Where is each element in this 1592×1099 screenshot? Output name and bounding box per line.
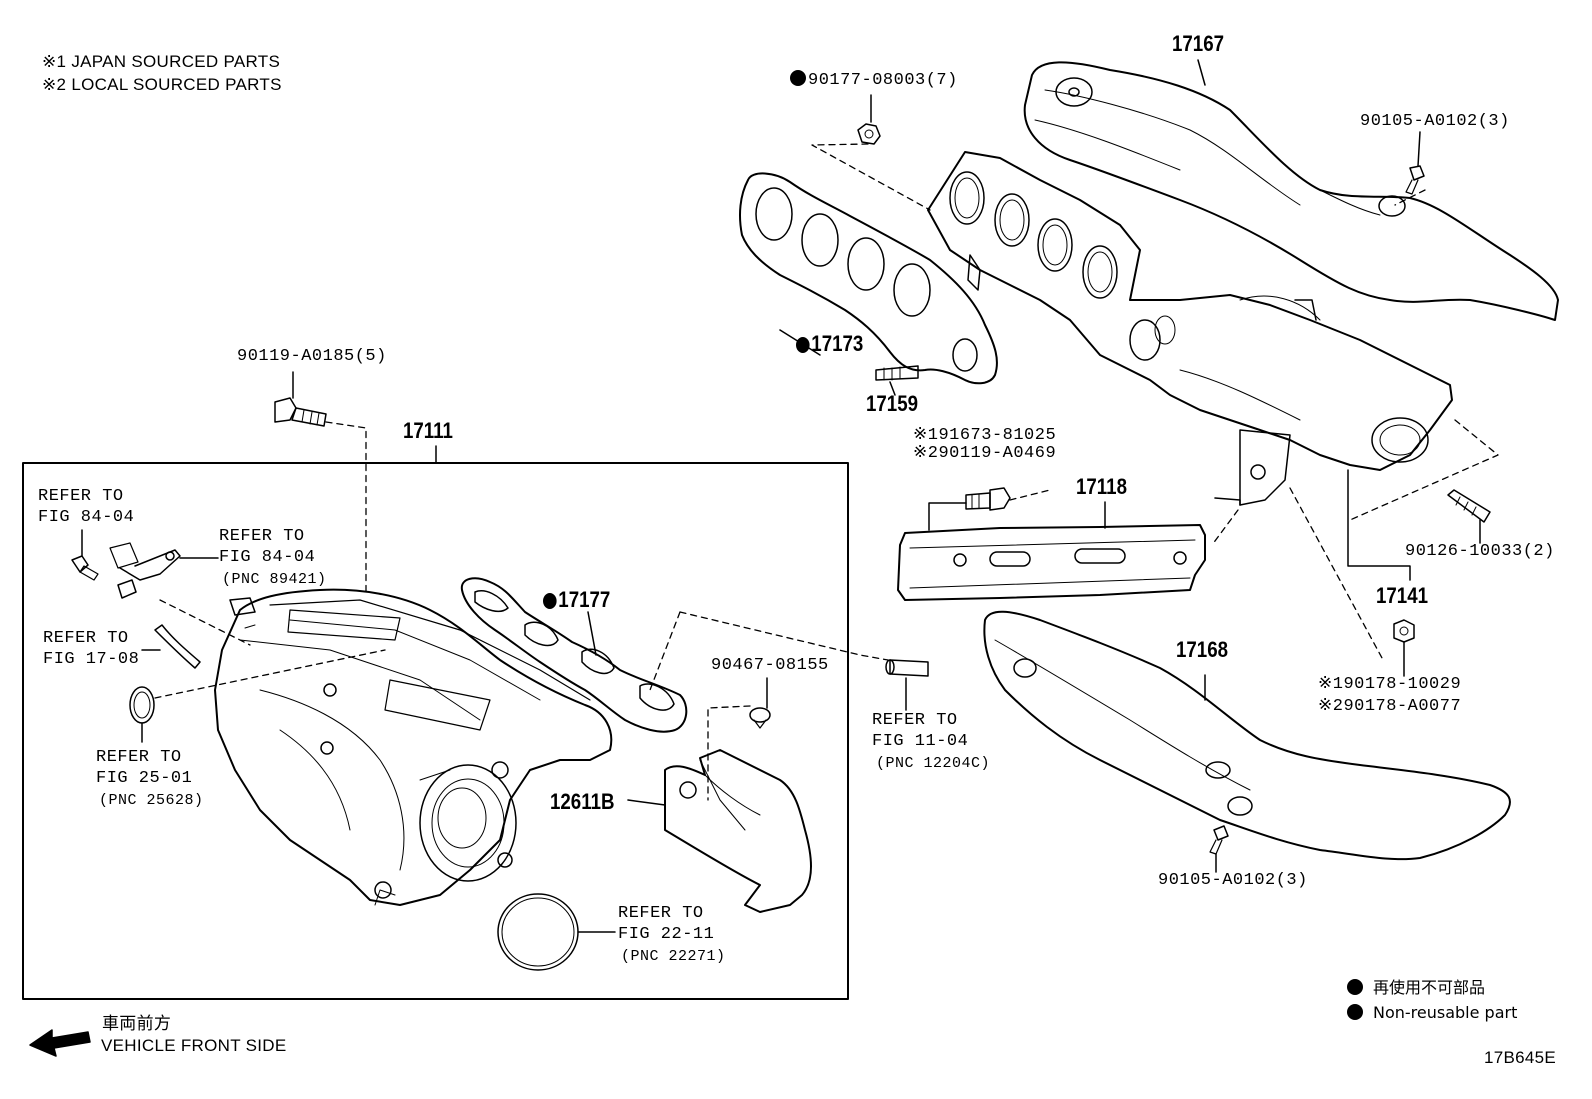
ref-fig-17-08-line1: REFER TO (43, 629, 129, 648)
note-japan-sourced: ※1 JAPAN SOURCED PARTS (42, 52, 281, 71)
part-number-17173: 17173 (811, 331, 864, 356)
part-label-17141: 17141 (1376, 583, 1429, 608)
intake-gasket-shape (460, 577, 688, 733)
ref-fig-17-08-line2: FIG 17-08 (43, 650, 140, 669)
part-label-90119-a0469: ※290119-A0469 (913, 444, 1057, 463)
part-label-17111: 17111 (403, 418, 453, 443)
part-label-90178-1: ※190178-10029 (1318, 675, 1462, 694)
intake-manifold-shape (214, 588, 613, 906)
bolt-90105-bottom-shape (1209, 825, 1229, 855)
filled-circle-icon (1347, 979, 1363, 995)
dashed-leaders (154, 143, 1499, 801)
stud-17159-shape (875, 365, 919, 381)
part-label-90467: 90467-08155 (711, 656, 829, 675)
ref-fig-22-11-line2: FIG 22-11 (618, 925, 715, 944)
exhaust-gasket-shape (739, 172, 998, 385)
filled-circle-icon (790, 70, 806, 86)
stud-90126-shape (1447, 489, 1491, 523)
clamp-shape (129, 686, 155, 724)
part-label-90105-bottom: 90105-A0102(3) (1158, 871, 1308, 890)
ref-fig-25-01-line1: REFER TO (96, 748, 182, 767)
ref-fig-11-04-line1: REFER TO (872, 711, 958, 730)
exhaust-manifold-shape (927, 151, 1453, 506)
nut-90177-shape (857, 123, 881, 145)
ref-fig-25-01-line2: FIG 25-01 (96, 769, 193, 788)
part-label-17168: 17168 (1176, 637, 1229, 662)
part-label-90178-2: ※290178-A0077 (1318, 697, 1462, 716)
ref-fig-84-04-a-line2: FIG 84-04 (38, 508, 135, 527)
part-label-90105-top: 90105-A0102(3) (1360, 112, 1510, 131)
vehicle-front-jp: 車両前方 (102, 1014, 172, 1034)
ref-pnc-25628: (PNC 25628) (99, 792, 204, 809)
figure-code: 17B645E (1484, 1048, 1557, 1067)
part-11-04-shape (885, 659, 929, 677)
ring-gasket-shape (497, 893, 579, 971)
note-local-sourced: ※2 LOCAL SOURCED PARTS (42, 75, 282, 94)
ref-fig-84-04-b-line2: FIG 84-04 (219, 548, 316, 567)
part-label-17177: 17177 (543, 587, 611, 612)
filled-circle-icon (543, 593, 557, 609)
intake-manifold-group-frame (22, 462, 849, 1000)
bolt-91673-shape (965, 487, 1011, 511)
legend-jp-text: 再使用不可部品 (1373, 978, 1486, 997)
nut-90178-shape (1393, 619, 1415, 643)
heat-insulator-upper-shape (1023, 61, 1559, 321)
part-label-90126: 90126-10033(2) (1405, 542, 1555, 561)
ref-pnc-12204c: (PNC 12204C) (876, 755, 991, 772)
ref-fig-84-04-a-line1: REFER TO (38, 487, 124, 506)
bolt-sensor-shape (71, 555, 99, 581)
bolt-90119-shape (274, 397, 327, 427)
heat-insulator-lower-shape (983, 610, 1511, 861)
legend-jp: 再使用不可部品 (1347, 975, 1485, 1001)
part-label-17159: 17159 (866, 391, 919, 416)
part-label-17167: 17167 (1172, 31, 1225, 56)
legend-en-text: Non-reusable part (1373, 1003, 1518, 1022)
ref-fig-84-04-b-line1: REFER TO (219, 527, 305, 546)
insulator-12611b-shape (664, 749, 812, 913)
sensor-shape (109, 542, 181, 599)
part-label-17118: 17118 (1076, 474, 1127, 499)
part-label-12611b: 12611B (550, 789, 615, 814)
bolt-90105-top-shape (1405, 165, 1425, 195)
part-number-17177: 17177 (558, 587, 611, 612)
filled-circle-icon (1347, 1004, 1363, 1020)
part-label-91673: ※191673-81025 (913, 426, 1057, 445)
part-label-17173: 17173 (796, 331, 864, 356)
part-number-90177: 90177-08003(7) (808, 71, 958, 90)
arrow-left-icon (29, 1029, 91, 1057)
hose-shape (154, 624, 201, 669)
ref-fig-11-04-line2: FIG 11-04 (872, 732, 969, 751)
ref-pnc-22271: (PNC 22271) (621, 948, 726, 965)
part-label-90177: 90177-08003(7) (790, 70, 958, 91)
ref-fig-22-11-line1: REFER TO (618, 904, 704, 923)
manifold-stay-shape (897, 524, 1206, 601)
legend-en: Non-reusable part (1347, 1000, 1517, 1026)
grommet-shape (749, 707, 771, 729)
ref-pnc-89421: (PNC 89421) (222, 571, 327, 588)
part-label-90119-a0185: 90119-A0185(5) (237, 347, 387, 366)
vehicle-front-en: VEHICLE FRONT SIDE (101, 1036, 287, 1055)
filled-circle-icon (796, 337, 810, 353)
